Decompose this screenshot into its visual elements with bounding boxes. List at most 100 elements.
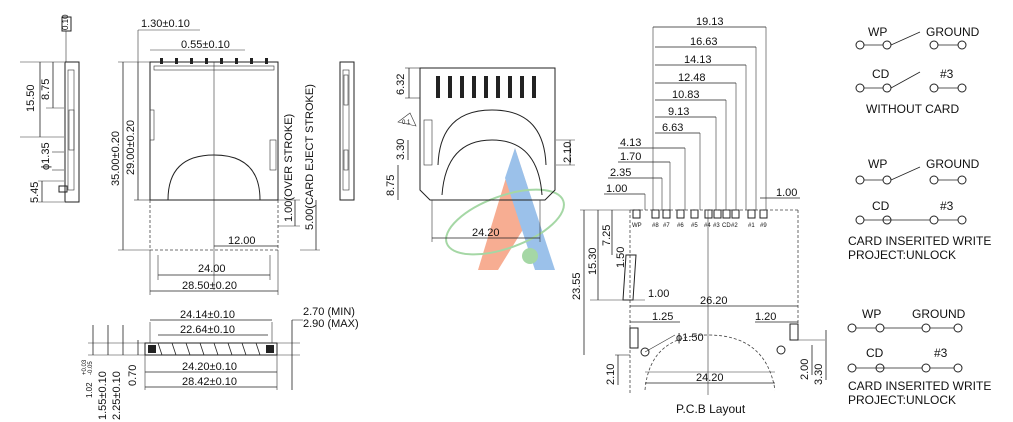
dim-1-02-tol-bot: -0.05 bbox=[88, 361, 94, 375]
pcb-dim-1-00-right: 1.00 bbox=[776, 187, 797, 199]
dim-6-32: 6.32 bbox=[395, 74, 407, 95]
dim-0-70: 0.70 bbox=[127, 365, 139, 386]
pcb-dim-16-63: 16.63 bbox=[690, 36, 718, 48]
pcb-dim-2-10: 2.10 bbox=[605, 364, 617, 385]
pin-label-5: #5 bbox=[691, 223, 698, 229]
pin-label-8: #8 bbox=[652, 223, 659, 229]
pin-label-cd: CD bbox=[722, 223, 731, 229]
dim-phi-1-35: ϕ1.35 bbox=[40, 142, 52, 170]
switch1-ground: GROUND bbox=[926, 25, 980, 39]
dim-1-30: 1.30±0.10 bbox=[141, 18, 190, 30]
pcb-dim-1-00: 1.00 bbox=[648, 288, 669, 300]
dim-35-00: 35.00±0.20 bbox=[110, 131, 122, 186]
pcb-top-dims: 19.13 16.63 14.13 12.48 10.83 9.13 6.63 … bbox=[604, 16, 800, 210]
dim-over-stroke: 1.00(OVER STROKE) bbox=[283, 114, 295, 222]
switch2-caption-1: CARD INSERITED WRITE bbox=[848, 234, 991, 248]
switch3-caption-2: PROJECT:UNLOCK bbox=[848, 393, 956, 407]
dim-29-00: 29.00±0.20 bbox=[125, 120, 137, 175]
pcb-dim-2-35: 2.35 bbox=[610, 167, 631, 179]
iso-marker: 0.1 bbox=[402, 120, 411, 126]
top-view-connector: 1.30±0.10 0.55±0.10 3 bbox=[110, 18, 320, 295]
dim-eject-stroke: 5.00(CARD EJECT STROKE) bbox=[304, 84, 316, 230]
pcb-dim-7-25: 7.25 bbox=[601, 225, 613, 246]
pcb-dim-1-20: 1.20 bbox=[755, 311, 776, 323]
switch3-3: #3 bbox=[934, 346, 948, 360]
dim-8-75-iso: 8.75 bbox=[385, 175, 397, 196]
dim-min: 2.70 (MIN) bbox=[303, 306, 355, 318]
pcb-pin-labels: WP #8 #7 #6 #5 #4 #3 CD #2 #1 #9 bbox=[632, 223, 767, 229]
switch2-ground: GROUND bbox=[926, 157, 980, 171]
pcb-pads bbox=[632, 209, 768, 219]
dim-24-00: 24.00 bbox=[198, 263, 226, 275]
switch3-cd: CD bbox=[866, 346, 884, 360]
pcb-dim-phi-1-50: ϕ1.50 bbox=[676, 332, 704, 344]
pcb-dim-9-13: 9.13 bbox=[668, 106, 689, 118]
pin-label-1: #1 bbox=[748, 223, 755, 229]
pcb-dim-6-63: 6.63 bbox=[662, 122, 683, 134]
dim-max: 2.90 (MAX) bbox=[303, 318, 359, 330]
dim-1-02: 1.02 bbox=[85, 382, 94, 398]
switch2-wp: WP bbox=[868, 157, 887, 171]
switch2-cd: CD bbox=[872, 199, 890, 213]
switch2-caption-2: PROJECT:UNLOCK bbox=[848, 248, 956, 262]
front-view: 24.14±0.10 22.64±0.10 2.70 (MIN) 2.90 (M… bbox=[82, 306, 359, 420]
pcb-dim-23-55: 23.55 bbox=[571, 272, 583, 300]
dim-12-00: 12.00 bbox=[228, 235, 256, 247]
pcb-layout: 19.13 16.63 14.13 12.48 10.83 9.13 6.63 … bbox=[571, 16, 827, 416]
pcb-dim-10-83: 10.83 bbox=[672, 89, 700, 101]
dim-2-10-iso: 2.10 bbox=[562, 142, 574, 163]
switch-block-2: WP GROUND CD #3 CARD INSERITED WRITE PRO… bbox=[848, 157, 991, 262]
watermark-logo bbox=[445, 148, 565, 270]
pin-label-2: #2 bbox=[731, 223, 738, 229]
dim-22-64: 22.64±0.10 bbox=[180, 324, 235, 336]
pcb-dim-15-30: 15.30 bbox=[587, 247, 599, 275]
dim-8-75: 8.75 bbox=[40, 79, 52, 100]
dim-28-42: 28.42±0.10 bbox=[182, 376, 237, 388]
pin-label-7: #7 bbox=[663, 223, 670, 229]
dim-thickness: 0.10 bbox=[61, 14, 70, 30]
front-pins bbox=[157, 342, 261, 356]
pin-label-wp: WP bbox=[632, 223, 642, 229]
iso-view: 6.32 0.1 3.30 8.75 2.10 24.20 bbox=[385, 67, 575, 242]
dim-24-14: 24.14±0.10 bbox=[180, 309, 235, 321]
pin-label-4: #4 bbox=[704, 223, 711, 229]
iso-pins bbox=[436, 76, 536, 98]
side-view-left: 0.10 15.50 8.75 ϕ1.35 5.45 bbox=[20, 14, 80, 203]
switch3-caption-1: CARD INSERITED WRITE bbox=[848, 379, 991, 393]
dim-24-20-iso: 24.20 bbox=[472, 227, 500, 239]
switch1-wp: WP bbox=[868, 25, 887, 39]
dim-0-55: 0.55±0.10 bbox=[181, 39, 230, 51]
pcb-dim-26-20: 26.20 bbox=[700, 295, 728, 307]
pcb-dim-2-00: 2.00 bbox=[799, 359, 811, 380]
pcb-dim-1-50: 1.50 bbox=[615, 247, 627, 268]
top-pins bbox=[160, 58, 268, 64]
switch3-ground: GROUND bbox=[912, 307, 966, 321]
switch1-cd: CD bbox=[872, 67, 890, 81]
dim-28-50: 28.50±0.20 bbox=[182, 280, 237, 292]
dim-1-02-tol-top: +0.03 bbox=[82, 359, 88, 375]
switch2-3: #3 bbox=[940, 199, 954, 213]
switch1-3: #3 bbox=[940, 67, 954, 81]
pcb-dim-24-20: 24.20 bbox=[696, 372, 724, 384]
pcb-dim-3-30: 3.30 bbox=[813, 364, 825, 385]
dim-24-20-front: 24.20±0.10 bbox=[182, 361, 237, 373]
switch-block-3: WP GROUND CD #3 CARD INSERITED WRITE PRO… bbox=[847, 307, 991, 407]
pcb-dim-12-48: 12.48 bbox=[678, 72, 706, 84]
pcb-dim-4-13: 4.13 bbox=[620, 137, 641, 149]
dim-2-25: 2.25±0.10 bbox=[111, 371, 123, 420]
pcb-dim-1-70: 1.70 bbox=[620, 151, 641, 163]
dim-5-45: 5.45 bbox=[29, 182, 41, 203]
side-view-right bbox=[339, 61, 355, 201]
switch1-caption: WITHOUT CARD bbox=[866, 102, 959, 116]
pcb-dim-1-25: 1.25 bbox=[652, 311, 673, 323]
dim-3-30: 3.30 bbox=[395, 139, 407, 160]
pcb-dim-1-00-left: 1.00 bbox=[606, 183, 627, 195]
pcb-caption: P.C.B Layout bbox=[676, 402, 746, 416]
dim-15-50: 15.50 bbox=[25, 84, 37, 112]
dim-1-55: 1.55±0.10 bbox=[97, 371, 109, 420]
switch3-wp: WP bbox=[862, 307, 881, 321]
pcb-dim-14-13: 14.13 bbox=[684, 54, 712, 66]
pcb-dim-19-13: 19.13 bbox=[696, 16, 724, 28]
switch-block-1: WP GROUND CD #3 WITHOUT CARD bbox=[855, 25, 980, 116]
